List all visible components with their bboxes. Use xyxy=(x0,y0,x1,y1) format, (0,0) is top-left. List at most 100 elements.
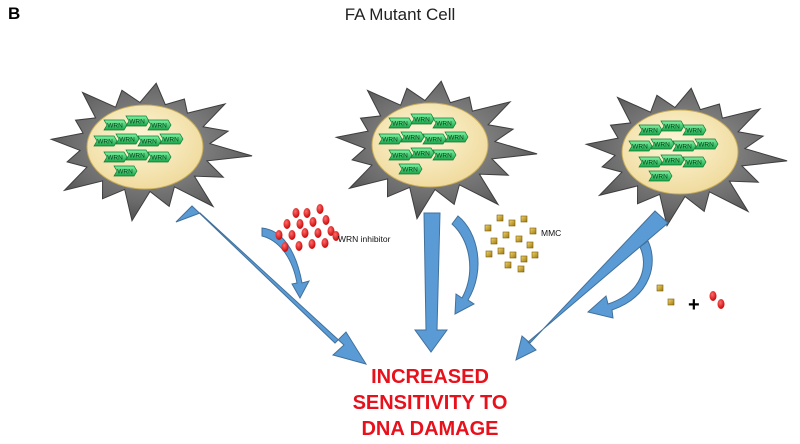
wrn-protein-label: WRN xyxy=(664,158,680,165)
mmc-molecule xyxy=(504,261,512,269)
wrn-protein: WRN xyxy=(410,147,435,159)
wrn-protein-label: WRN xyxy=(163,137,179,144)
wrn-inhibitor-molecule xyxy=(332,231,340,241)
wrn-inhibitor-molecule xyxy=(308,239,316,249)
wrn-protein: WRN xyxy=(388,149,413,161)
wrn-protein: WRN xyxy=(378,133,403,145)
wrn-protein-label: WRN xyxy=(414,151,430,158)
wrn-inhibitor-molecule xyxy=(316,204,324,214)
wrn-protein-label: WRN xyxy=(436,121,452,128)
outcome-line-1: INCREASED xyxy=(371,366,489,388)
wrn-inhibitor-molecule xyxy=(275,230,283,240)
wrn-protein: WRN xyxy=(410,113,435,125)
mmc-molecule xyxy=(656,284,664,292)
wrn-protein: WRN xyxy=(400,131,425,143)
wrn-protein: WRN xyxy=(628,140,653,152)
wrn-protein-label: WRN xyxy=(97,139,113,146)
wrn-protein-label: WRN xyxy=(107,155,123,162)
wrn-protein: WRN xyxy=(125,149,150,161)
wrn-protein-label: WRN xyxy=(151,123,167,130)
outcome-line-2: SENSITIVITY TO xyxy=(352,392,508,414)
mmc-molecule xyxy=(490,237,498,245)
wrn-protein-label: WRN xyxy=(632,144,648,151)
mmc-molecule xyxy=(509,251,517,259)
wrn-inhibitor-molecule xyxy=(322,215,330,225)
wrn-protein: WRN xyxy=(147,151,172,163)
wrn-protein: WRN xyxy=(638,156,663,168)
wrn-protein: WRN xyxy=(432,117,457,129)
wrn-protein-label: WRN xyxy=(402,167,418,174)
wrn-inhibitor-molecule xyxy=(288,230,296,240)
mmc-molecule xyxy=(508,219,516,227)
wrn-protein-label: WRN xyxy=(107,123,123,130)
wrn-protein: WRN xyxy=(672,140,697,152)
wrn-protein-label: WRN xyxy=(117,169,133,176)
mmc-molecule xyxy=(667,298,675,306)
wrn-protein: WRN xyxy=(432,149,457,161)
wrn-protein: WRN xyxy=(103,151,128,163)
wrn-inhibitor-molecule xyxy=(709,291,717,301)
wrn-inhibitor-molecule xyxy=(303,208,311,218)
wrn-protein: WRN xyxy=(388,117,413,129)
wrn-protein: WRN xyxy=(125,115,150,127)
wrn-protein: WRN xyxy=(113,165,138,177)
plus-sign: + xyxy=(688,294,700,316)
mmc-molecule xyxy=(520,215,528,223)
wrn-protein: WRN xyxy=(648,170,673,182)
mmc-molecule xyxy=(496,214,504,222)
wrn-protein: WRN xyxy=(422,133,447,145)
mmc-molecule xyxy=(485,250,493,258)
figure-title: FA Mutant Cell xyxy=(344,5,456,24)
wrn-inhibitor-molecule xyxy=(283,219,291,229)
wrn-protein: WRN xyxy=(660,154,685,166)
wrn-protein-label: WRN xyxy=(404,135,420,142)
wrn-inhibitor-molecule xyxy=(309,217,317,227)
wrn-protein: WRN xyxy=(682,156,707,168)
wrn-protein-label: WRN xyxy=(119,137,135,144)
mmc-molecules xyxy=(484,214,539,273)
wrn-protein: WRN xyxy=(660,120,685,132)
wrn-inhibitor-molecule xyxy=(301,228,309,238)
curved-arrow-combination xyxy=(586,240,653,319)
mmc-molecule xyxy=(526,241,534,249)
wrn-protein-label: WRN xyxy=(392,121,408,128)
mmc-molecule xyxy=(520,255,528,263)
wrn-protein-label: WRN xyxy=(686,160,702,167)
wrn-protein-label: WRN xyxy=(448,135,464,142)
wrn-inhibitor-molecule xyxy=(295,241,303,251)
wrn-protein-label: WRN xyxy=(676,144,692,151)
panel-letter: B xyxy=(8,4,21,23)
wrn-inhibitor-molecule xyxy=(327,226,335,236)
wrn-protein: WRN xyxy=(137,135,162,147)
combination-treatment: + xyxy=(656,284,725,316)
mmc-label: MMC xyxy=(541,228,561,238)
curved-arrow-mmc xyxy=(451,215,479,315)
wrn-protein-label: WRN xyxy=(382,137,398,144)
wrn-inhibitor-molecule xyxy=(717,299,725,309)
mmc-molecule xyxy=(517,265,525,273)
outcome-line-3: DNA DAMAGE xyxy=(361,418,499,440)
wrn-protein: WRN xyxy=(638,124,663,136)
wrn-protein: WRN xyxy=(103,119,128,131)
arrow-right-to-outcome xyxy=(515,210,669,361)
wrn-protein: WRN xyxy=(694,138,719,150)
mmc-molecule xyxy=(515,235,523,243)
wrn-protein-label: WRN xyxy=(151,155,167,162)
wrn-protein: WRN xyxy=(650,138,675,150)
wrn-protein-label: WRN xyxy=(698,142,714,149)
wrn-protein-label: WRN xyxy=(129,153,145,160)
mmc-molecule xyxy=(502,231,510,239)
wrn-protein-label: WRN xyxy=(414,117,430,124)
wrn-protein-label: WRN xyxy=(129,119,145,126)
wrn-inhibitor-molecule xyxy=(314,228,322,238)
wrn-protein-label: WRN xyxy=(654,142,670,149)
mmc-molecule xyxy=(529,227,537,235)
wrn-protein-label: WRN xyxy=(642,160,658,167)
wrn-protein: WRN xyxy=(444,131,469,143)
wrn-protein-label: WRN xyxy=(642,128,658,135)
mmc-molecule xyxy=(497,247,505,255)
